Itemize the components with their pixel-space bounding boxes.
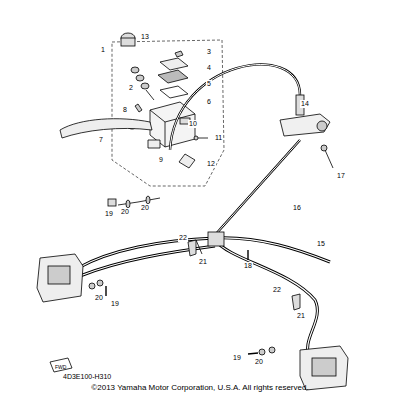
callout-number: 19 [104, 210, 114, 218]
callout-number: 13 [140, 33, 150, 41]
callout-number: 19 [232, 354, 242, 362]
callout-number: 1 [100, 46, 106, 54]
callout-number: 5 [206, 80, 212, 88]
callout-number: 8 [122, 106, 128, 114]
callout-number: 21 [296, 312, 306, 320]
callout-number: 17 [336, 172, 346, 180]
callout-number: 6 [206, 98, 212, 106]
callout-number: 4 [206, 64, 212, 72]
callout-number: 10 [188, 120, 198, 128]
callout-number: 19 [110, 300, 120, 308]
callout-number: 14 [300, 100, 310, 108]
callout-number: 15 [316, 240, 326, 248]
callout-number: 7 [98, 136, 104, 144]
copyright-caption: ©2013 Yamaha Motor Corporation, U.S.A. A… [0, 383, 400, 393]
callout-number: 20 [254, 358, 264, 366]
callout-number: 21 [198, 258, 208, 266]
callout-number: 12 [206, 160, 216, 168]
callout-number: 9 [158, 156, 164, 164]
callout-number: 2 [128, 84, 134, 92]
callout-number: 3 [206, 48, 212, 56]
callout-number: 20 [94, 294, 104, 302]
callout-number: 20 [120, 208, 130, 216]
callout-number: FWD [54, 363, 67, 371]
callout-number: 16 [292, 204, 302, 212]
callout-number: 22 [272, 286, 282, 294]
drawing-code: 4D3E100-H310 [62, 373, 112, 381]
callout-number: 18 [243, 262, 253, 270]
callout-number: 11 [214, 134, 223, 142]
callout-number: 20 [140, 204, 150, 212]
callout-number: 22 [178, 234, 188, 242]
